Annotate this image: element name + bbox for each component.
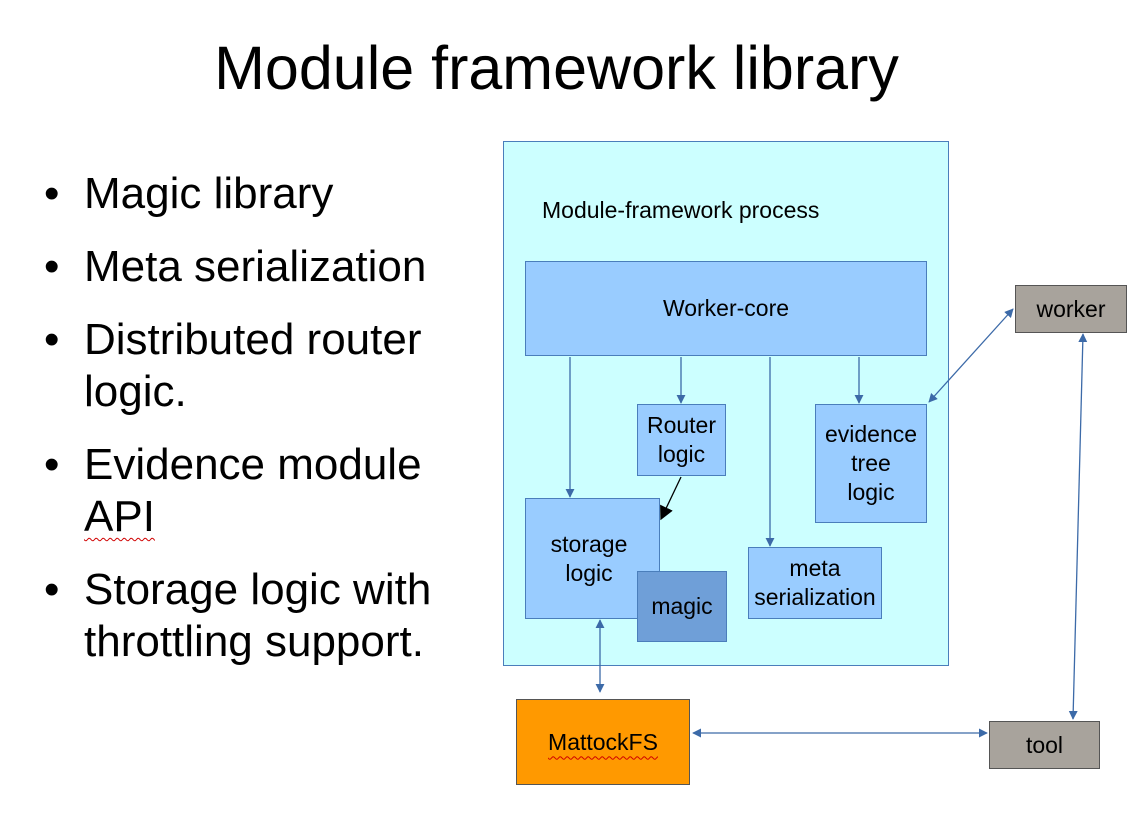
evidence-tree-logic-box: evidence tree logic (815, 404, 927, 523)
bullet-api-word: API (84, 492, 155, 541)
mattockfs-label: MattockFS (548, 728, 658, 755)
magic-label: magic (651, 593, 713, 619)
slide-title: Module framework library (214, 34, 899, 102)
storage-label-line2: logic (565, 560, 613, 586)
evidence-label-line2: tree (851, 450, 891, 476)
bullet-evidence-text: Evidence module (84, 440, 422, 489)
bullet-meta-serialization: Meta serialization (44, 241, 484, 293)
worker-core-label: Worker-core (662, 295, 790, 321)
bullet-evidence-api: Evidence module API (44, 439, 484, 543)
tool-label: tool (1025, 731, 1064, 758)
mattockfs-box: MattockFS (516, 699, 690, 785)
worker-core-box: Worker-core (525, 261, 927, 356)
magic-box: magic (637, 571, 727, 642)
meta-label-line2: serialization (754, 584, 876, 610)
worker-label: worker (1036, 295, 1106, 322)
tool-box: tool (989, 721, 1100, 769)
bullet-router-logic: Distributed router logic. (44, 314, 484, 418)
meta-serialization-box: meta serialization (748, 547, 882, 619)
meta-label-line1: meta (789, 555, 841, 581)
worker-box: worker (1015, 285, 1127, 333)
router-logic-box: Router logic (637, 404, 726, 476)
arrow-router-to-storage (660, 476, 682, 521)
bullet-magic-library: Magic library (44, 168, 484, 220)
storage-label-line1: storage (550, 531, 628, 557)
evidence-label-line1: evidence (824, 421, 918, 447)
bullet-storage-logic: Storage logic with throttling support. (44, 564, 484, 668)
bullet-list: Magic library Meta serialization Distrib… (44, 168, 484, 689)
process-label: Module-framework process (542, 197, 820, 223)
router-label-line1: Router (646, 412, 717, 438)
router-label-line2: logic (657, 441, 706, 467)
arrow-worker-tool (1068, 333, 1088, 720)
evidence-label-line3: logic (847, 479, 895, 505)
arrow-evidence-worker (928, 308, 1014, 403)
